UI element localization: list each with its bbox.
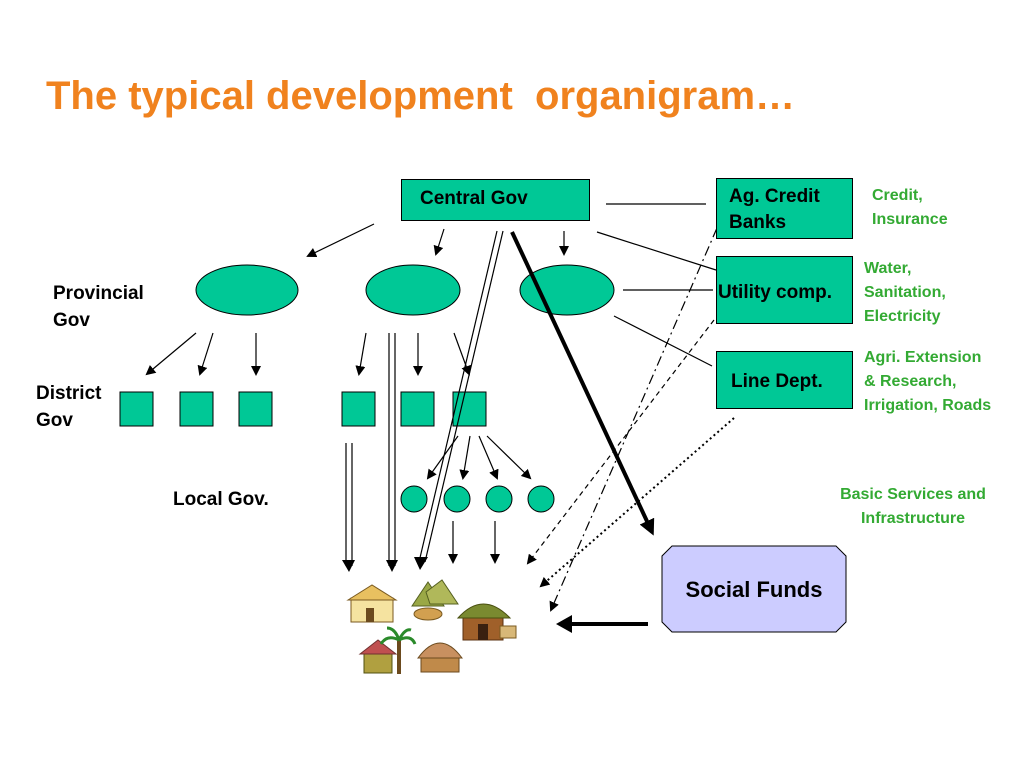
provincial-node-2	[365, 264, 461, 316]
district-node-5	[400, 391, 435, 427]
local-node-1	[400, 485, 428, 513]
utility-comp-box: Utility comp.	[716, 256, 853, 324]
agri-extension-note: Agri. Extension & Research, Irrigation, …	[864, 349, 992, 414]
central-gov-label: Central Gov	[420, 188, 528, 209]
local-node-2	[443, 485, 471, 513]
basic-services-note: Basic Services and Infrastructure	[840, 486, 986, 527]
central-gov-box: Central Gov	[401, 179, 590, 221]
provincial-node-1	[195, 264, 299, 316]
provincial-node-3	[519, 264, 615, 316]
district-gov-label: District Gov	[36, 383, 102, 431]
district-node-2	[179, 391, 214, 427]
line-dept-box: Line Dept.	[716, 351, 853, 409]
credit-insurance-note: Credit, Insurance	[872, 187, 948, 228]
line-dept-label: Line Dept.	[731, 371, 823, 392]
provincial-gov-label: Provincial Gov	[53, 283, 144, 331]
local-node-4	[527, 485, 555, 513]
ag-credit-banks-label: Ag. Credit Banks	[729, 186, 820, 233]
utility-comp-label: Utility comp.	[718, 282, 833, 303]
district-node-1	[119, 391, 154, 427]
district-node-3	[238, 391, 273, 427]
arrow-central-prov1	[306, 223, 375, 258]
local-node-3	[485, 485, 513, 513]
ag-credit-banks-box: Ag. Credit Banks	[716, 178, 853, 239]
local-gov-label: Local Gov.	[173, 489, 269, 510]
social-funds-label: Social Funds	[685, 577, 823, 602]
social-funds-shape	[661, 545, 847, 633]
arrow-central-prov2	[433, 228, 445, 256]
water-sanitation-note: Water, Sanitation, Electricity	[864, 260, 946, 325]
slide-title: The typical development organigram…	[46, 74, 796, 118]
district-node-4	[341, 391, 376, 427]
village-huts-icon	[346, 579, 517, 674]
arrow-central-social-funds	[510, 231, 655, 536]
